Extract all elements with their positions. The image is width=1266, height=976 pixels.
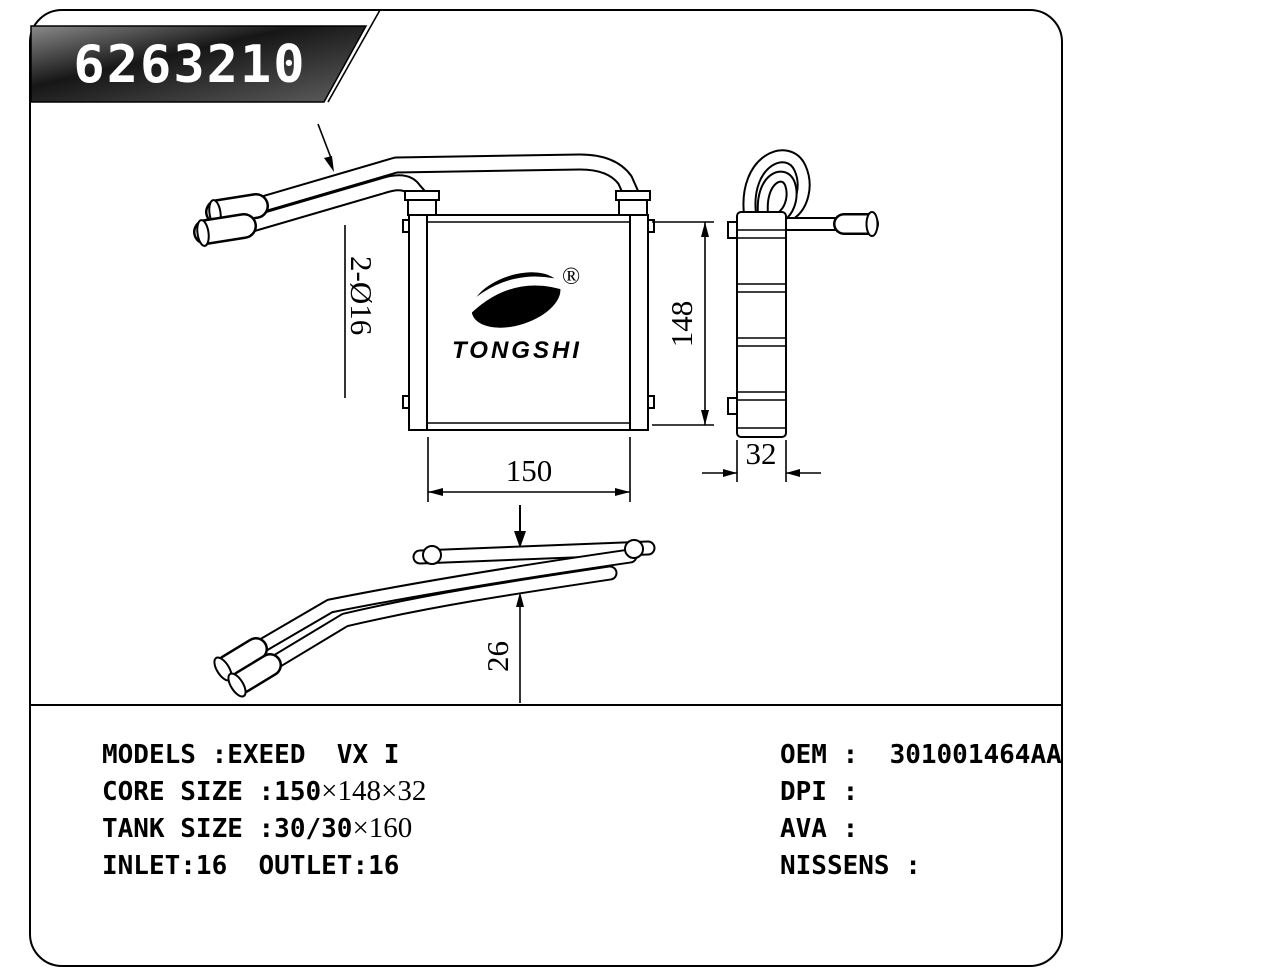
front-pipes [193,153,642,247]
clamp-right [624,539,644,559]
spec-row-core-size: CORE SIZE :150×148×32 [102,775,427,807]
bottom-view [213,539,656,698]
dpi-text: DPI : [780,777,874,807]
part-number-badge: 6263210 [30,9,381,103]
pipe-callout-text: 2-Ø16 [344,256,379,335]
oem-text: OEM : 301001464AA [780,740,1062,770]
dimension-148: 148 [652,221,714,426]
bottom-pipes [213,548,638,698]
side-view [727,149,879,438]
tongshi-logo: ® TONGSHI [452,264,582,364]
pipe-callout: 2-Ø16 [317,123,379,398]
dimension-150: 150 [427,437,631,548]
spec-row-nissens: NISSENS : [780,847,1062,884]
tank-size-text: TANK SIZE :30/30 [102,814,353,844]
dimension-26: 26 [480,592,524,703]
pipe-flanges [404,190,651,216]
dim-width-text: 150 [506,453,553,488]
part-number-text: 6263210 [73,35,306,95]
spec-row-ava: AVA : [780,810,1062,847]
models-text: MODELS :EXEED VX I [102,740,400,770]
spec-row-dpi: DPI : [780,773,1062,810]
ava-text: AVA : [780,814,874,844]
dim-pipe-offset-text: 26 [480,641,515,672]
side-pipes [742,149,879,237]
spec-column-right: OEM : 301001464AA DPI : AVA : NISSENS : [780,736,1062,884]
sheet-border [29,9,1063,967]
core-size-text: CORE SIZE :150 [102,777,322,807]
core-body [402,214,655,431]
inlet-outlet-text: INLET:16 OUTLET:16 [102,851,400,881]
dim-height-text: 148 [664,301,699,348]
registered-mark: ® [562,264,580,290]
spec-table: MODELS :EXEED VX I CORE SIZE :150×148×32… [30,706,1062,966]
clamp-left [422,545,442,565]
spec-row-tank-size: TANK SIZE :30/30×160 [102,812,413,844]
spec-row-models: MODELS :EXEED VX I [102,736,426,773]
dimension-32: 32 [702,436,821,482]
pipe-fittings [193,193,269,247]
spec-column-left: MODELS :EXEED VX I CORE SIZE :150×148×32… [102,736,426,884]
nissens-text: NISSENS : [780,851,937,881]
dim-depth-text: 32 [746,436,777,471]
side-tank [727,211,787,438]
spec-row-inlet-outlet: INLET:16 OUTLET:16 [102,847,426,884]
spec-row-oem: OEM : 301001464AA [780,736,1062,773]
front-view [193,153,655,431]
logo-brand-text: TONGSHI [452,337,582,364]
